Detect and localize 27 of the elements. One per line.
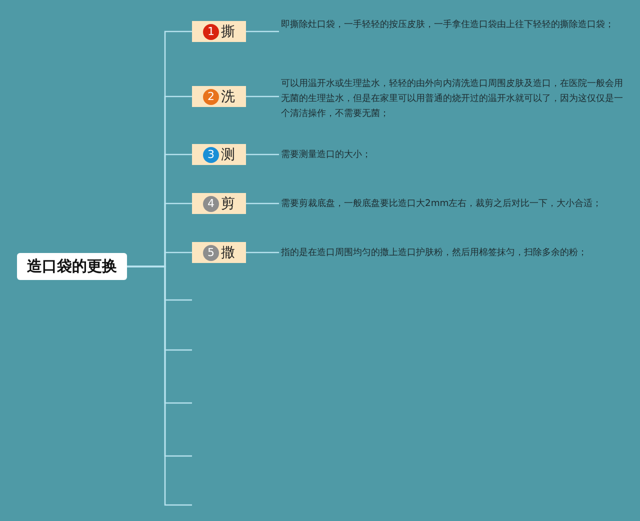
number-badge: 4 [203,196,219,212]
step-label: 测 [221,146,235,164]
connector-line [245,96,280,98]
step-label: 剪 [221,194,235,212]
step-label: 撒 [221,244,235,262]
number-badge: 5 [203,244,219,260]
step-box [192,86,246,107]
step-box [192,193,246,214]
connector-line [127,266,192,506]
connector-line [245,202,280,204]
topic-box: 造口袋的更换 [17,253,127,280]
number-badge: 3 [203,146,219,162]
connector-line [245,252,280,254]
number-badge: 1 [203,24,219,40]
connector-line [245,154,280,156]
step-box [192,144,246,165]
description-text: 需要剪裁底盘，一般底盘要比造口大2mm左右，裁剪之后对比一下，大小合适； [281,196,636,211]
step-label: 撕 [221,22,235,40]
number-badge: 2 [203,88,219,104]
step-box [192,21,246,42]
connector-line [245,30,280,32]
description-text: 即撕除灶口袋，一手轻轻的按压皮肤，一手拿住造口袋由上往下轻轻的撕除造口袋； [281,17,626,47]
step-label: 洗 [221,88,235,106]
description-text: 需要测量造口的大小； [281,147,626,162]
description-text: 指的是在造口周围均匀的撒上造口护肤粉，然后用棉签抹匀，扫除多余的粉； [281,245,636,260]
description-text: 可以用温开水或生理盐水，轻轻的由外向内清洗造口周围皮肤及造口，在医院一般会用无菌的生理盐水，但是在家里可以用普通的烧开过的温开水就可以了，因为这仅仅是一个清洁操作，不需要无菌； [281,76,626,121]
step-box [192,242,246,263]
